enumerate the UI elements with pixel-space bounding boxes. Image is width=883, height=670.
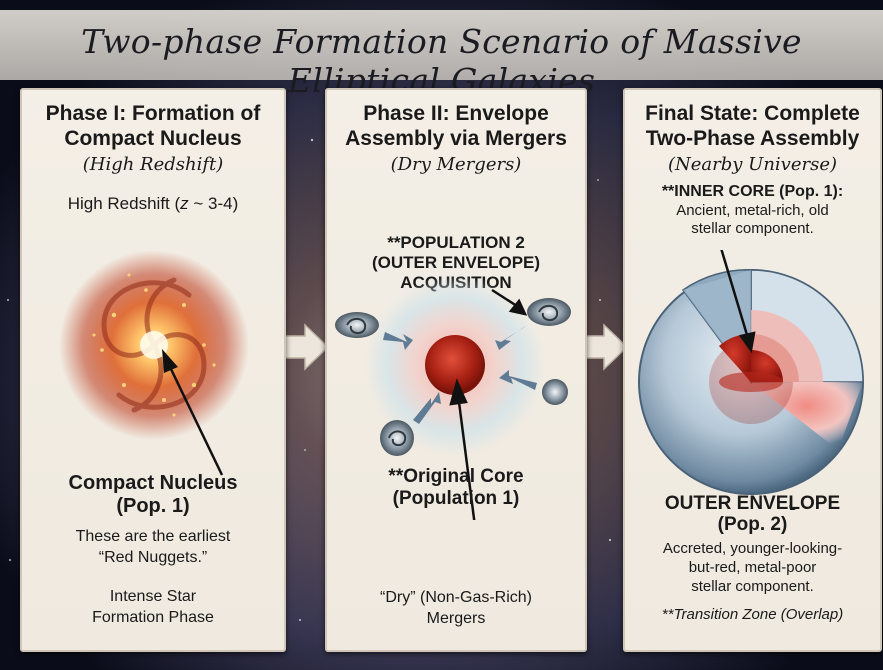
satellite-galaxy-topright — [527, 298, 571, 326]
final-outer-line5: stellar component. — [625, 577, 880, 597]
final-heading-line1: Final State: Complete — [625, 102, 880, 126]
phase1-heading-line1: Phase I: Formation of — [22, 102, 284, 126]
panel-phase2: Phase II: Envelope Assembly via Mergers … — [325, 88, 587, 652]
final-outer-line2: (Pop. 2) — [625, 515, 880, 535]
galaxy-cutaway-sphere — [623, 250, 881, 510]
phase1-heading-line2: Compact Nucleus — [22, 127, 284, 151]
panel-phase1: Phase I: Formation of Compact Nucleus (H… — [20, 88, 286, 652]
phase1-footer-line2: Formation Phase — [22, 608, 284, 628]
panel-final-state: Final State: Complete Two-Phase Assembly… — [623, 88, 882, 652]
phase1-desc-line1: These are the earliest — [22, 527, 284, 547]
phase2-heading-line1: Phase II: Envelope — [327, 102, 585, 126]
satellite-galaxy-bottom — [380, 420, 414, 456]
phase2-core-line2: (Population 1) — [327, 489, 585, 509]
phase2-core-line1: **Original Core — [327, 467, 585, 487]
phase1-redshift: High Redshift (z ~ 3-4) — [22, 194, 284, 214]
satellite-galaxy-left — [335, 312, 379, 338]
phase1-label-line2: (Pop. 1) — [22, 494, 284, 518]
final-outer-line4: but-red, metal-poor — [625, 558, 880, 578]
satellite-galaxy-right — [542, 379, 568, 405]
phase2-footer-line1: “Dry” (Non-Gas-Rich) — [327, 588, 585, 608]
phase1-desc-line2: “Red Nuggets.” — [22, 548, 284, 568]
phase1-subtitle: (High Redshift) — [22, 154, 284, 175]
phase1-label-line1: Compact Nucleus — [22, 471, 284, 495]
phase2-subtitle: (Dry Mergers) — [327, 154, 585, 175]
final-inner-line1: **INNER CORE (Pop. 1): — [625, 182, 880, 202]
phase2-pop2-line1: **POPULATION 2 — [327, 233, 585, 253]
final-inner-line2: Ancient, metal-rich, old — [625, 201, 880, 221]
final-transition-note: **Transition Zone (Overlap) — [625, 605, 880, 625]
final-outer-line1: OUTER ENVELOPE — [625, 494, 880, 514]
pointer-arrow-compact-nucleus — [152, 345, 252, 485]
arrow-phase1-to-phase2 — [281, 322, 331, 372]
final-outer-line3: Accreted, younger-looking- — [625, 539, 880, 559]
final-heading-line2: Two-Phase Assembly — [625, 127, 880, 151]
phase2-footer-line2: Mergers — [327, 609, 585, 629]
final-inner-line3: stellar component. — [625, 219, 880, 239]
phase1-footer-line1: Intense Star — [22, 587, 284, 607]
phase2-heading-line2: Assembly via Mergers — [327, 127, 585, 151]
final-subtitle: (Nearby Universe) — [625, 154, 880, 175]
